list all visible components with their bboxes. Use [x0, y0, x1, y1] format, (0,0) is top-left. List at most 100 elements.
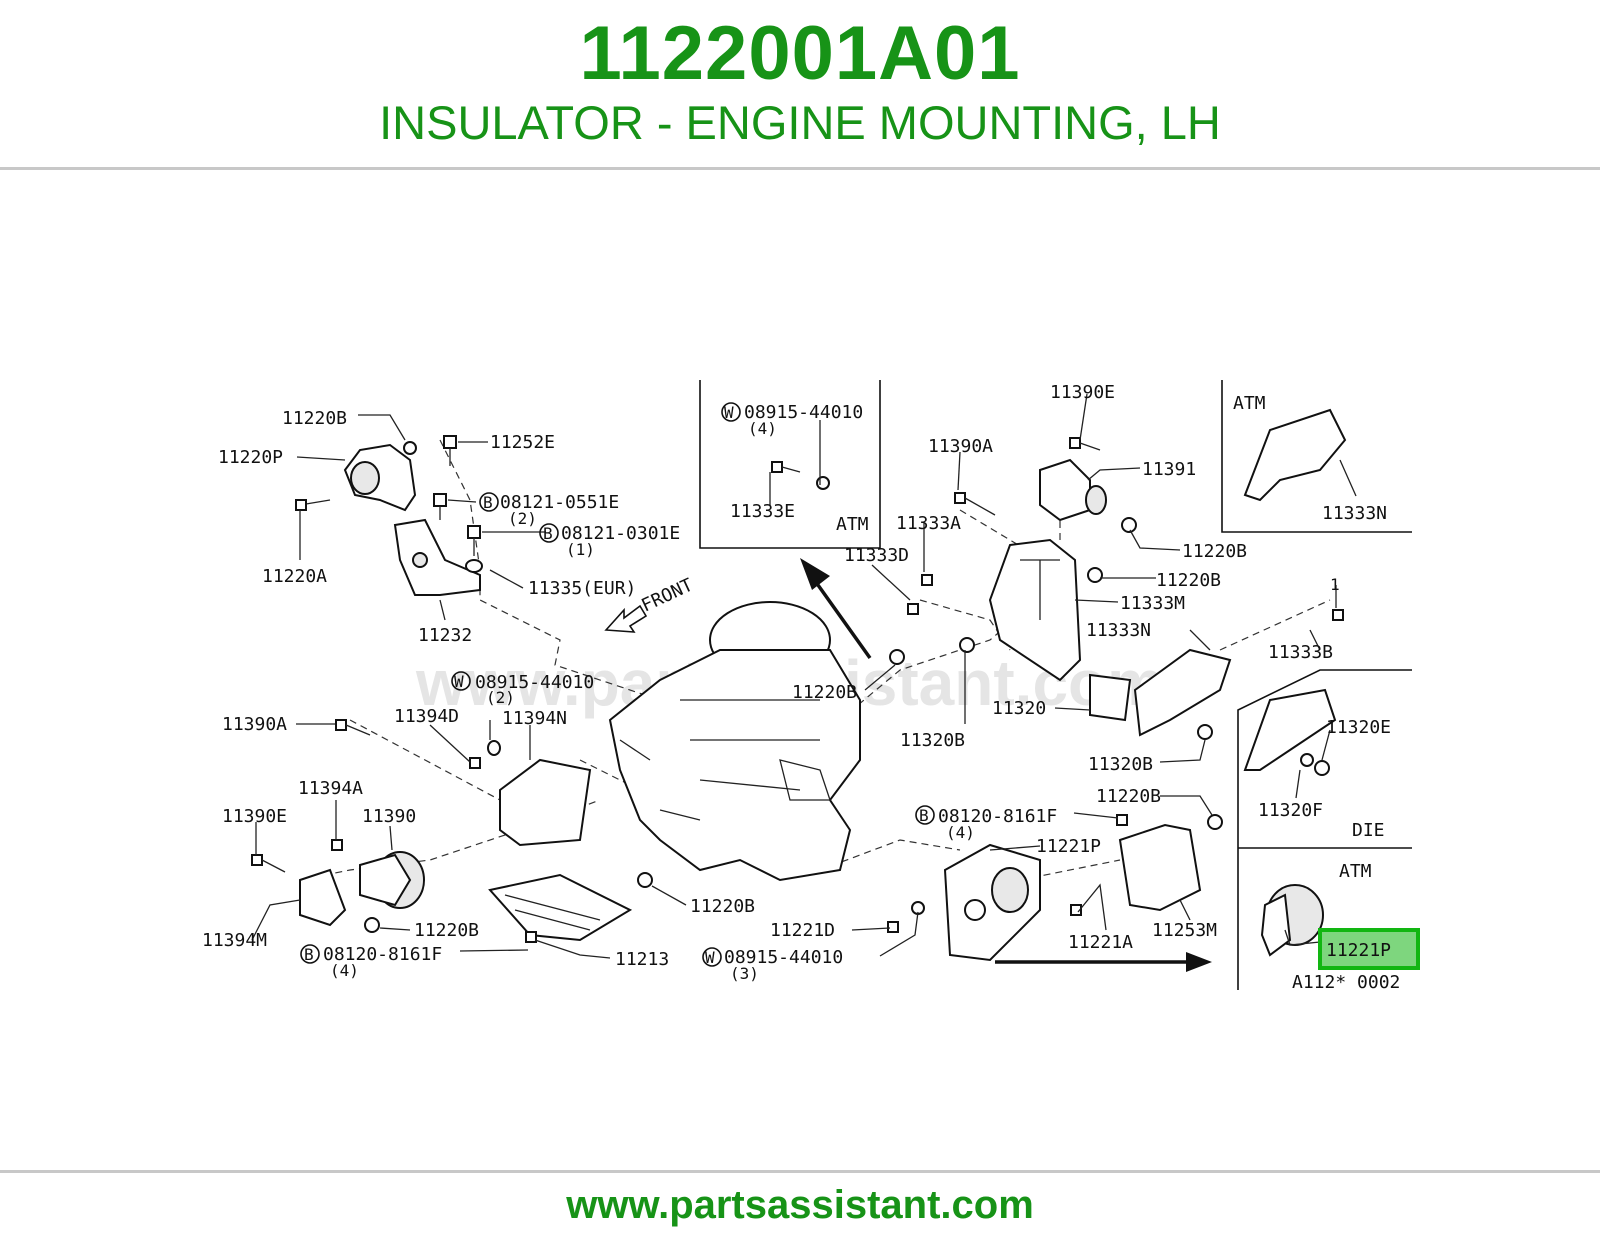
label-11333M: 11333M	[1120, 593, 1185, 614]
label-11221A: 11221A	[1068, 932, 1133, 953]
label-11390A: 11390A	[928, 436, 993, 457]
label-11220B-right-2: 11220B	[1156, 570, 1221, 591]
label-11221P-highlighted: 11221P	[1326, 940, 1391, 961]
label-11320E: 11320E	[1326, 717, 1391, 738]
label-qty-2: (2)	[508, 509, 537, 528]
inset-frame-atm-top-right	[1221, 380, 1412, 533]
direction-arrow-up-left-head	[800, 558, 830, 590]
label-qty-2-center: (2)	[486, 688, 515, 707]
inset-label-die: DIE	[1352, 820, 1385, 841]
front-label: FRONT	[638, 575, 696, 617]
label-11220B-bottom-left: 11220B	[414, 920, 479, 941]
diagram-ref-code: A112* 0002	[1292, 972, 1400, 993]
label-note-1: 1	[1330, 575, 1340, 594]
label-11232: 11232	[418, 625, 472, 646]
part-11232-bracket	[393, 518, 481, 596]
inset-frame-atm-top-left	[699, 380, 881, 549]
direction-arrow-right-head	[1186, 952, 1212, 972]
label-11335-eur: 11335(EUR)	[528, 578, 636, 599]
part-11394N-bracket	[499, 758, 592, 847]
part-11320-stopper	[1089, 673, 1132, 722]
svg-text:W: W	[705, 948, 715, 967]
bolt-marker-b-2	[539, 523, 559, 543]
label-11220B-bottom: 11220B	[690, 896, 755, 917]
leader-lines	[251, 393, 1357, 959]
bolt-marker-b-4	[300, 944, 320, 964]
assembly-line-11333B	[1219, 599, 1331, 651]
label-11394D: 11394D	[394, 706, 459, 727]
label-qty-4-atm: (4)	[748, 419, 777, 438]
label-11220B-center: 11220B	[792, 682, 857, 703]
label-11220A: 11220A	[262, 566, 327, 587]
label-qty-4-left: (4)	[330, 961, 359, 980]
label-11221P: 11221P	[1036, 836, 1101, 857]
part-11333N-atm-bracket	[1243, 408, 1347, 502]
part-11394M-bracket	[299, 868, 347, 927]
label-11252E: 11252E	[490, 432, 555, 453]
label-11220P: 11220P	[218, 447, 283, 468]
inset-label-atm-bottom-right: ATM	[1339, 861, 1372, 882]
part-11333M-bracket	[988, 538, 1082, 682]
svg-text:W: W	[454, 672, 464, 691]
label-qty-3: (3)	[730, 964, 759, 983]
label-w08915-44010-atm: 08915-44010	[744, 402, 863, 423]
label-11333N-atm: 11333N	[1322, 503, 1387, 524]
engine-block-sketch	[608, 601, 861, 882]
part-description: INSULATOR - ENGINE MOUNTING, LH	[379, 96, 1221, 149]
label-qty-4-right: (4)	[946, 823, 975, 842]
part-11221P-insulator	[943, 843, 1041, 962]
label-w08915-44010-center: 08915-44010	[475, 672, 594, 693]
label-11221D: 11221D	[770, 920, 835, 941]
label-11390E-left: 11390E	[222, 806, 287, 827]
part-11220P-insulator	[343, 443, 417, 512]
label-11333E: 11333E	[730, 501, 795, 522]
label-qty-1: (1)	[566, 540, 595, 559]
svg-text:B: B	[483, 493, 493, 512]
washer-marker-w-3	[702, 947, 722, 967]
part-11253M-bracket	[1118, 823, 1202, 912]
svg-text:B: B	[304, 945, 314, 964]
washer-marker-w-1	[721, 402, 741, 422]
label-11220B-lower-right: 11220B	[1096, 786, 1161, 807]
part-11391-insulator	[1039, 458, 1107, 522]
part-labels: 11220B 11252E 11220P 08121-0551E (2) 081…	[202, 382, 1400, 993]
label-11220B: 11220B	[282, 408, 347, 429]
label-11320F: 11320F	[1258, 800, 1323, 821]
footer-divider	[0, 1170, 1600, 1173]
part-11333N-bracket	[1133, 648, 1232, 737]
label-11333D: 11333D	[844, 545, 909, 566]
part-11213-shield	[488, 873, 633, 942]
label-11220B-right: 11220B	[1182, 541, 1247, 562]
part-11320E-die-bracket	[1243, 688, 1337, 771]
svg-text:W: W	[724, 403, 734, 422]
label-11394A: 11394A	[298, 778, 363, 799]
bolt-marker-b-1	[479, 492, 499, 512]
page-header: 1122001A01 INSULATOR - ENGINE MOUNTING, …	[0, 0, 1600, 170]
bolt-marker-b-3	[915, 805, 935, 825]
label-11394N: 11394N	[502, 708, 567, 729]
label-11390E: 11390E	[1050, 382, 1115, 403]
label-11333N: 11333N	[1086, 620, 1151, 641]
label-11253M: 11253M	[1152, 920, 1217, 941]
label-11333A: 11333A	[896, 513, 961, 534]
label-08120-8161F-right: 08120-8161F	[938, 806, 1057, 827]
part-11390-insulator	[359, 851, 425, 909]
label-08120-8161F-left: 08120-8161F	[323, 944, 442, 965]
label-11320B-right: 11320B	[1088, 754, 1153, 775]
label-11391: 11391	[1142, 459, 1196, 480]
footer-url-link[interactable]: www.partsassistant.com	[566, 1183, 1034, 1227]
label-w08915-44010-bottom: 08915-44010	[724, 947, 843, 968]
inset-label-atm-top-left: ATM	[836, 514, 869, 535]
label-11213: 11213	[615, 949, 669, 970]
front-arrow-icon	[604, 604, 648, 633]
part-number-title: 1122001A01	[579, 11, 1021, 96]
inset-frame-die	[1237, 669, 1412, 990]
direction-arrow-up-left	[811, 576, 872, 660]
svg-text:B: B	[919, 806, 929, 825]
inset-label-atm-top-right: ATM	[1233, 393, 1266, 414]
label-11394M: 11394M	[202, 930, 267, 951]
prefix-markers: B B W W B B W	[300, 402, 935, 967]
label-11320B: 11320B	[900, 730, 965, 751]
